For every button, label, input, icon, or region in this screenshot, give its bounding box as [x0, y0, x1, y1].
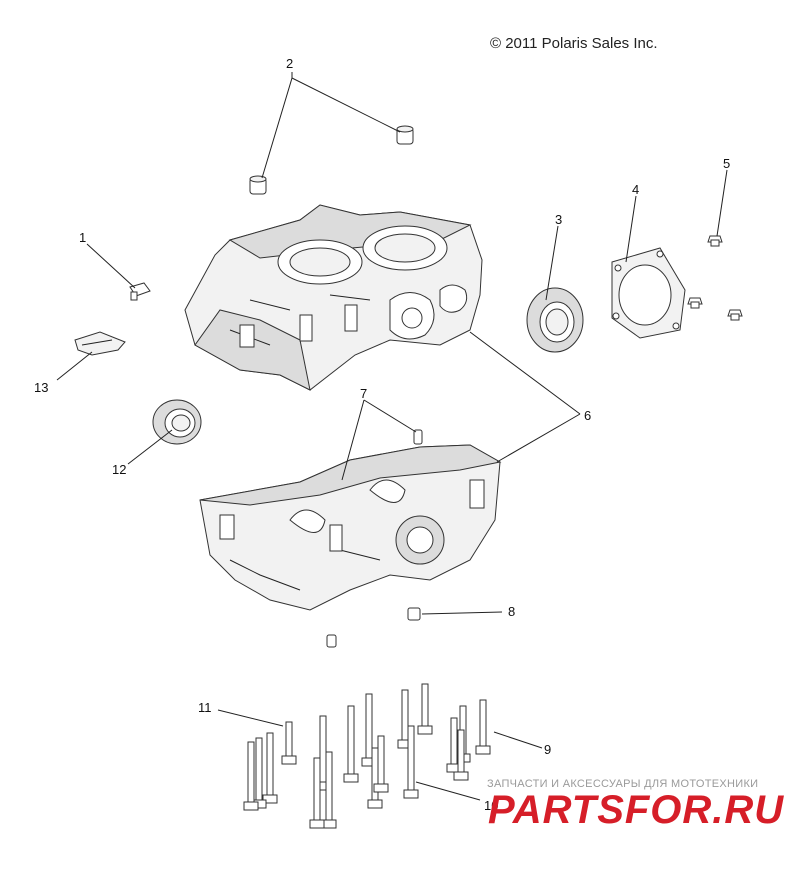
callout-3: 3: [555, 212, 562, 227]
callout-7: 7: [360, 386, 367, 401]
lower-crankcase: [199, 444, 502, 611]
callout-6: 6: [584, 408, 591, 423]
callout-11: 11: [198, 700, 212, 715]
callout-1: 1: [79, 230, 86, 245]
callout-10: 10: [484, 798, 498, 813]
crank-seal-left: [152, 399, 202, 445]
upper-crankcase: [184, 204, 483, 391]
callout-8: 8: [508, 604, 515, 619]
end-cover: [611, 247, 686, 339]
callout-13: 13: [34, 380, 48, 395]
callout-2: 2: [286, 56, 293, 71]
callout-5: 5: [723, 156, 730, 171]
watermark-subtitle: ЗАПЧАСТИ И АКСЕССУАРЫ ДЛЯ МОТОТЕХНИКИ: [487, 778, 759, 790]
cover-screws: [687, 235, 743, 321]
callout-labels: 1 2 3 4 5 6 7 8 9 10 11 12 13: [34, 56, 730, 813]
callout-4: 4: [632, 182, 639, 197]
dowel-pins: [249, 125, 423, 648]
copyright-text: © 2011 Polaris Sales Inc.: [490, 35, 658, 52]
breather-fitting: [129, 282, 151, 301]
crank-seal-right: [526, 287, 584, 353]
sensor-bracket: [74, 331, 126, 356]
callout-9: 9: [544, 742, 551, 757]
leader-lines: [56, 72, 728, 801]
watermark-logo: PARTSFOR.RU: [488, 788, 785, 832]
crankcase-bolts: [243, 683, 491, 829]
callout-12: 12: [112, 462, 126, 477]
